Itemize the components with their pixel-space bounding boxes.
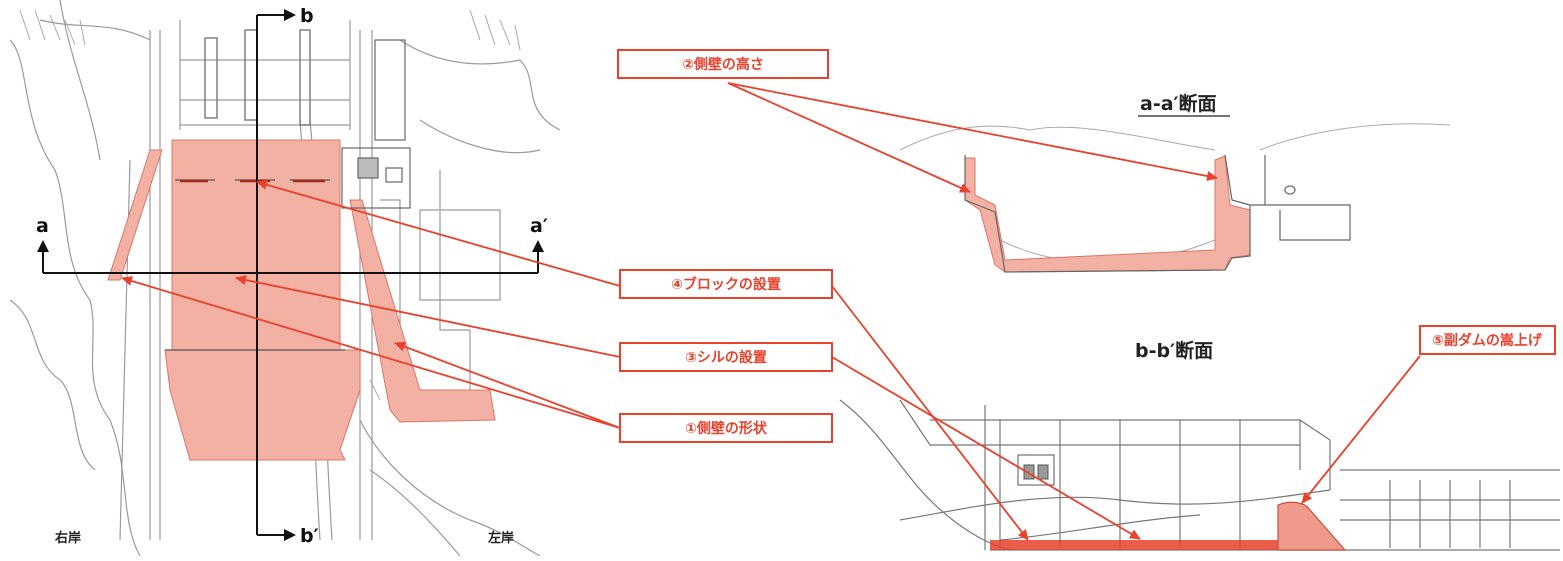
- callout-sidewall-height-label: ②側壁の高さ: [682, 56, 764, 73]
- plan-highlight-regions: [107, 139, 496, 461]
- callout-sidewall-shape: ①側壁の形状: [619, 413, 833, 443]
- section-a-title: a-a′断面: [1140, 92, 1217, 115]
- leader-shape-right: [121, 276, 621, 429]
- callout-block: ④ブロックの設置: [619, 269, 833, 299]
- leader-block-section: [831, 285, 1029, 541]
- leader-height-right: [727, 82, 1218, 182]
- section-b-outline: [839, 399, 1560, 551]
- right-sidewall-highlight: [107, 149, 163, 281]
- left-sidewall-highlight: [349, 199, 496, 423]
- left-bank-label: 左岸: [488, 530, 514, 546]
- axis-label-a-prime: a′: [530, 215, 548, 237]
- axis-label-b: b: [300, 5, 314, 27]
- plan-view: a a′ b b′ 右岸 左岸: [9, 0, 561, 557]
- plan-top-slots: [204, 29, 311, 126]
- right-bank-label: 右岸: [54, 530, 81, 546]
- subdam-highlight: [1277, 501, 1347, 551]
- leader-subdam: [1301, 355, 1421, 504]
- section-a-view: a-a′断面: [899, 92, 1451, 273]
- axis-label-b-prime: b′: [300, 525, 319, 547]
- section-a-terrain: [899, 123, 1451, 263]
- axis-label-a: a: [36, 215, 49, 237]
- callout-sidewall-height: ②側壁の高さ: [617, 49, 829, 79]
- leader-sill-section: [831, 356, 1141, 540]
- leader-block-plan: [256, 179, 621, 287]
- callout-subdam-raise-label: ⑤副ダムの嵩上げ: [1432, 332, 1543, 349]
- leader-height-left: [727, 82, 971, 193]
- leader-shape-left: [394, 341, 621, 429]
- section-line-a: [37, 240, 544, 274]
- section-b-floor-highlight: [990, 540, 1335, 550]
- section-b-view: b-b′断面: [839, 339, 1560, 551]
- plan-structure: [341, 39, 411, 209]
- section-a-outline: [964, 154, 1351, 273]
- section-b-machinery: [1017, 454, 1055, 486]
- leader-lines: [121, 82, 1421, 541]
- callout-block-label: ④ブロックの設置: [671, 276, 781, 293]
- plan-terrain-lines: [9, 0, 561, 557]
- section-b-title: b-b′断面: [1135, 339, 1213, 362]
- leader-sill-plan: [235, 275, 621, 358]
- section-a-channel-highlight: [964, 155, 1251, 273]
- callout-sill: ③シルの設置: [619, 342, 833, 372]
- callout-sill-label: ③シルの設置: [685, 349, 767, 366]
- callout-subdam-raise: ⑤副ダムの嵩上げ: [1419, 325, 1556, 355]
- callout-sidewall-shape-label: ①側壁の形状: [685, 420, 768, 437]
- section-line-b: [256, 9, 296, 541]
